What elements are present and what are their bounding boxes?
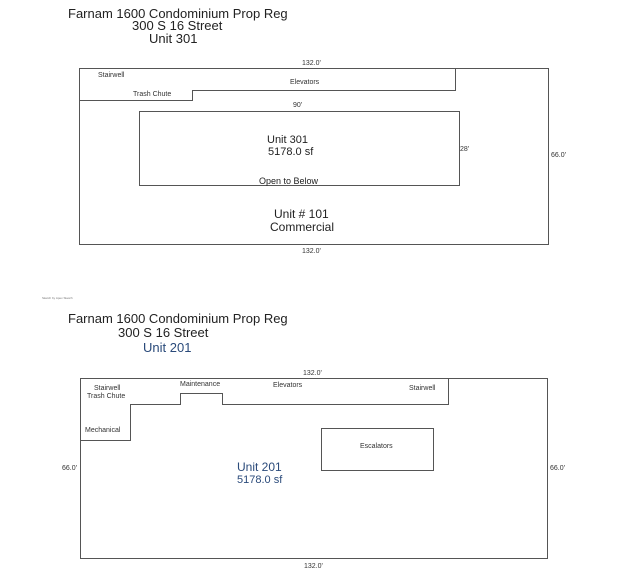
sheet2-escalators-box — [321, 428, 434, 471]
sheet1-label-elevators: Elevators — [290, 79, 320, 86]
sheet1-label-stairwell: Stairwell — [98, 72, 125, 79]
sheet2-strip-line-a — [130, 404, 181, 405]
sheet1-dim-inner-right: 28' — [460, 146, 470, 153]
sheet1-strip-step — [192, 90, 193, 101]
sheet2-dim-left: 66.0' — [62, 465, 77, 472]
sheet2-label-stairwell-right: Stairwell — [409, 385, 436, 392]
sheet2-mech-bottom — [80, 440, 131, 441]
sheet2-maint-left — [180, 393, 181, 405]
sheet2-unit-name: Unit 201 — [237, 460, 282, 474]
sheet1-address: 300 S 16 Street — [132, 18, 223, 33]
sheet2-maint-top — [180, 393, 223, 394]
sheet1-unit-heading: Unit 301 — [149, 31, 198, 46]
sheet1-dim-right: 66.0' — [551, 152, 566, 159]
sheet1-strip-line-right — [192, 90, 456, 91]
sheet2-label-mechanical: Mechanical — [85, 427, 121, 434]
sheet2-maint-right — [222, 393, 223, 405]
sheet1-strip-line-left — [79, 100, 192, 101]
sheet1-dim-bottom: 132.0' — [302, 248, 321, 255]
sheet2-strip-end — [448, 378, 449, 405]
sheet1-commercial-label: Commercial — [270, 220, 335, 234]
sheet2-address: 300 S 16 Street — [118, 325, 209, 340]
sheet2-floor-outline — [80, 378, 548, 559]
sketch-credit: Sketch by Apex Sketch — [42, 296, 73, 300]
sheet1-floor-outline — [79, 68, 549, 245]
sheet2-unit-area: 5178.0 sf — [237, 474, 283, 486]
sheet2-label-stairwell-left: Stairwell — [94, 385, 121, 392]
sheet1-dim-inner-top: 90' — [293, 102, 303, 109]
sheet1-strip-end — [455, 68, 456, 91]
sheet1-unit-area: 5178.0 sf — [268, 146, 314, 158]
sheet2-label-elevators: Elevators — [273, 382, 303, 389]
sheet2-strip-line-b — [222, 404, 449, 405]
sheet2-label-maintenance: Maintenance — [180, 381, 221, 388]
sheet2-dim-top: 132.0' — [303, 370, 322, 377]
sheet1-unit-name: Unit 301 — [267, 134, 308, 146]
sheet1-label-trash-chute: Trash Chute — [133, 91, 172, 98]
sheet1-commercial-unit: Unit # 101 — [274, 207, 329, 221]
sheet1-dim-top: 132.0' — [302, 60, 321, 67]
sheet2-label-escalators: Escalators — [360, 443, 393, 450]
sheet2-mech-right — [130, 404, 131, 441]
sheet2-label-trash-chute: Trash Chute — [87, 393, 126, 400]
sheet1-open-to-below: Open to Below — [259, 176, 319, 186]
sheet1-title: Farnam 1600 Condominium Prop Reg — [68, 6, 288, 21]
sheet2-unit-heading: Unit 201 — [143, 340, 192, 355]
sheet1-unit-301-box — [139, 111, 460, 186]
sheet2-dim-right: 66.0' — [550, 465, 565, 472]
sheet2-dim-bottom: 132.0' — [304, 563, 323, 570]
sheet2-title: Farnam 1600 Condominium Prop Reg — [68, 311, 288, 326]
